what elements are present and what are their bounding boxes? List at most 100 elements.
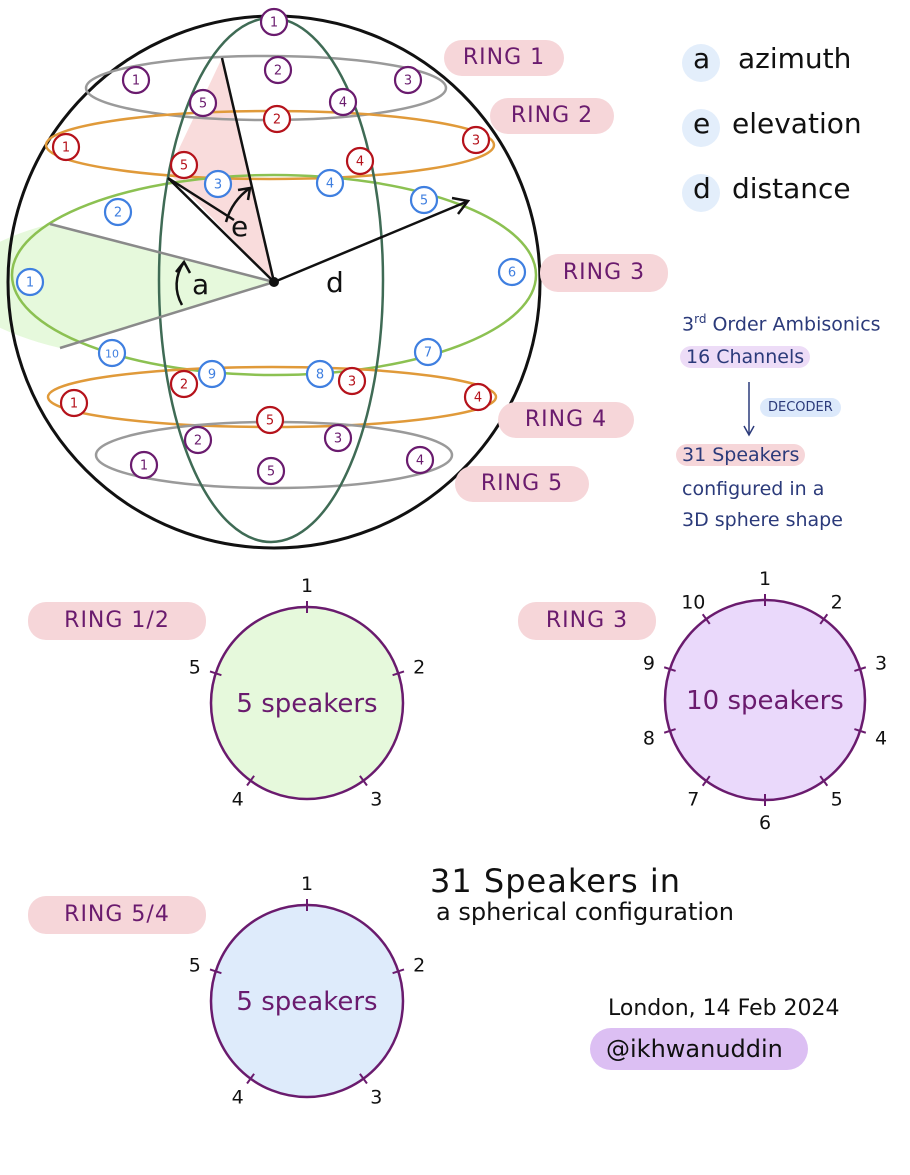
legend-bubble-e	[682, 109, 720, 147]
speaker-tick-label: 9	[643, 652, 655, 674]
elevation-letter: e	[231, 210, 248, 243]
speaker-tick-label: 5	[189, 657, 201, 679]
speaker-ring5-5: 5	[256, 456, 286, 486]
speaker-ring1-5: 5	[188, 88, 218, 118]
speaker-number: 4	[356, 155, 364, 170]
elevation-base-line	[167, 176, 235, 222]
speaker-tick-label: 8	[643, 728, 655, 750]
speaker-ring3-1: 1	[15, 267, 45, 297]
handle-text: @ikhwanuddin	[606, 1035, 783, 1063]
distance-letter: d	[326, 266, 344, 299]
configured-label: configured in a	[682, 478, 825, 500]
distance-vector	[273, 200, 467, 284]
speaker-number: 4	[474, 391, 482, 406]
handle-pill: @ikhwanuddin	[590, 1028, 808, 1070]
speaker-number: 1	[62, 141, 70, 156]
legend-letter-e: e	[693, 107, 711, 140]
speaker-tick	[392, 670, 405, 677]
shape-label: 3D sphere shape	[682, 509, 843, 531]
speaker-tick	[819, 775, 829, 787]
legend-word-elevation: elevation	[732, 107, 862, 140]
elevation-arc-arrow	[237, 186, 252, 201]
speaker-tick	[854, 666, 867, 672]
speaker-number: 1	[26, 276, 34, 291]
speaker-ring4-4: 4	[463, 382, 493, 412]
speaker-number: 5	[199, 97, 207, 112]
speaker-number: 1	[132, 74, 140, 89]
ring5-tag: RING 5	[455, 466, 589, 502]
small-ring-center-label: 5 speakers	[236, 987, 377, 1017]
speaker-number: 7	[424, 346, 432, 361]
elevation-wedge	[168, 58, 274, 282]
speaker-ring3-8: 8	[305, 359, 335, 389]
speaker-ring3-6: 6	[497, 257, 527, 287]
small-ring-center-label: 5 speakers	[236, 689, 377, 719]
speaker-ring5-4: 4	[405, 445, 435, 475]
legend-letter-a: a	[693, 42, 711, 75]
ring3-ellipse	[10, 173, 538, 377]
speaker-tick-label: 2	[413, 657, 425, 679]
speaker-ring3-2: 2	[103, 197, 133, 227]
speaker-number: 3	[404, 74, 412, 89]
title-line1: 31 Speakers in	[430, 862, 682, 900]
speaker-number: 4	[416, 454, 424, 469]
title-line2: a spherical configuration	[436, 898, 734, 926]
sphere-center-dot	[269, 277, 279, 287]
ring3-tag: RING 3	[540, 254, 668, 292]
speaker-number: 10	[105, 348, 119, 361]
azimuth-wedge	[0, 224, 274, 348]
speaker-ring2-2: 2	[262, 104, 292, 134]
speaker-ring2-4: 4	[345, 146, 375, 176]
speaker-ring3-7: 7	[413, 337, 443, 367]
speaker-number: 2	[114, 206, 122, 221]
ring4-tag: RING 4	[498, 402, 634, 438]
azimuth-arc-arrow	[175, 259, 192, 274]
azimuth-line-upper	[49, 222, 275, 284]
order-suffix: rd	[694, 312, 707, 326]
speaker-number: 1	[140, 459, 148, 474]
speaker-number: 2	[180, 378, 188, 393]
speaker-tick	[854, 728, 867, 734]
speaker-number: 3	[214, 178, 222, 193]
speaker-number: 9	[208, 368, 216, 383]
speaker-number: 5	[267, 465, 275, 480]
speaker-tick	[392, 968, 405, 975]
speaker-ring1-4: 4	[328, 87, 358, 117]
speaker-number: 2	[194, 434, 202, 449]
ambisonics-order: 3rd Order Ambisonics	[682, 312, 881, 335]
speaker-ring4-5: 5	[255, 405, 285, 435]
speaker-top-1: 1	[259, 7, 289, 37]
elevation-vector-top	[220, 57, 276, 283]
ring1-tag: RING 1	[444, 40, 564, 76]
speaker-tick	[663, 728, 676, 734]
speaker-tick-label: 6	[759, 812, 771, 834]
speaker-ring5-1: 1	[129, 450, 159, 480]
legend-bubble-d	[682, 174, 720, 212]
speaker-number: 2	[274, 64, 282, 79]
azimuth-line-lower	[59, 280, 275, 350]
speaker-number: 5	[180, 159, 188, 174]
speaker-number: 1	[270, 16, 278, 31]
speaker-number: 3	[472, 134, 480, 149]
speaker-ring4-2: 2	[169, 369, 199, 399]
speaker-ring3-4: 4	[315, 168, 345, 198]
speaker-ring3-5: 5	[409, 185, 439, 215]
speaker-tick	[701, 613, 711, 625]
speaker-ring5-2: 2	[183, 425, 213, 455]
speaker-number: 3	[348, 375, 356, 390]
speaker-number: 3	[334, 432, 342, 447]
speaker-tick	[701, 775, 711, 787]
legend-letter-d: d	[693, 172, 711, 205]
speaker-tick-label: 1	[301, 873, 313, 895]
speaker-badges: 1 1 2 3 4 5 1 2 3 4 5 1 2 3 4 5 6 7 8 9 10 1 2 3 4 5 1 2 3 4 5	[15, 7, 527, 486]
speaker-number: 1	[70, 397, 78, 412]
speaker-tick	[359, 1073, 368, 1085]
speaker-ring3-9: 9	[197, 359, 227, 389]
ring3-small-tag: RING 3	[518, 602, 656, 640]
channels-label: 16 Channels	[680, 346, 811, 368]
